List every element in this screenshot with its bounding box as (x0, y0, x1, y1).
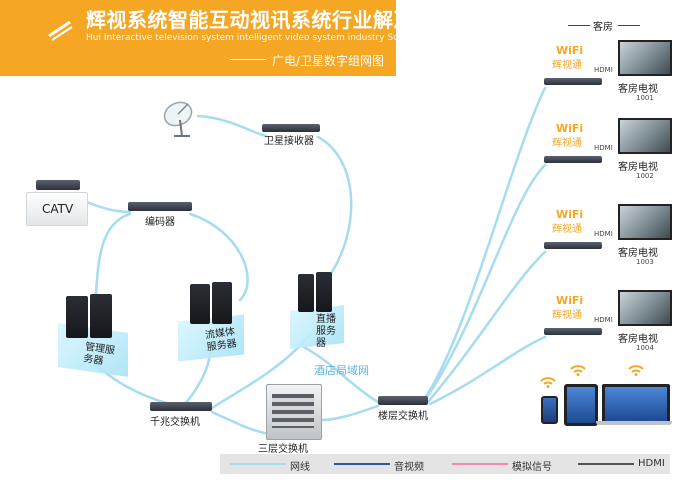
catv-label: CATV (42, 202, 74, 216)
tv-icon (618, 118, 672, 154)
server-icon (190, 284, 210, 324)
legend-label: HDMI (638, 458, 665, 469)
server-icon (66, 296, 88, 338)
tablet-icon (564, 384, 598, 426)
rooms-header-rule-right (618, 25, 640, 26)
brand-label: 辉视通 (552, 60, 582, 71)
tv-label: 客房电视 (618, 84, 658, 95)
set-top-box-device (544, 242, 602, 249)
encoder-label: 编码器 (145, 217, 175, 228)
legend-label: 模拟信号 (512, 462, 552, 473)
wifi-label: WiFi (556, 294, 584, 307)
legend-swatch (334, 463, 390, 465)
page-subtitle: Hui Interactive television system intell… (86, 33, 425, 43)
server-icon (316, 272, 332, 312)
satellite-receiver-label: 卫星接收器 (264, 136, 314, 147)
legend (220, 454, 670, 474)
phone-icon (541, 396, 558, 424)
set-top-box-device (544, 78, 602, 85)
wifi-icon (570, 365, 586, 376)
floor-switch-device (378, 396, 428, 405)
satellite-dish-icon (163, 101, 193, 137)
encoder-device (128, 202, 192, 211)
laptop-base (596, 421, 672, 425)
tv-icon (618, 290, 672, 326)
room-row: WiFi 辉视通 HDMI 客房电视 1001 (540, 40, 680, 102)
room-row: WiFi 辉视通 HDMI 客房电视 1002 (540, 118, 680, 180)
brand-label: 辉视通 (552, 310, 582, 321)
catv-block (26, 192, 88, 226)
floor-switch-label: 楼层交换机 (378, 411, 428, 422)
room-row: WiFi 辉视通 HDMI 客房电视 1003 (540, 204, 680, 266)
wifi-icon (628, 365, 644, 376)
tv-label: 客房电视 (618, 162, 658, 173)
layer3-switch-label: 三层交换机 (258, 444, 308, 455)
wifi-label: WiFi (556, 208, 584, 221)
tv-label: 客房电视 (618, 248, 658, 259)
brand-label: 辉视通 (552, 224, 582, 235)
live-server-label: 直播服务器 (316, 314, 336, 349)
catv-box-device (36, 180, 80, 190)
legend-label: 网线 (290, 462, 310, 473)
tv-label: 客房电视 (618, 334, 658, 345)
gigabit-switch-device (150, 402, 212, 411)
tv-icon (618, 204, 672, 240)
tv-icon (618, 40, 672, 76)
server-icon (298, 274, 314, 312)
set-top-box-device (544, 156, 602, 163)
room-row: WiFi 辉视通 HDMI 客房电视 1004 (540, 290, 680, 352)
management-server-label: 管理服务器 (82, 341, 116, 368)
hotel-lan-label: 酒店局域网 (314, 364, 369, 377)
rooms-header: 客房 (593, 22, 613, 33)
satellite-receiver-device (262, 124, 320, 132)
server-icon (212, 282, 232, 324)
page-title: 辉视系统智能互动视讯系统行业解决方案 (86, 8, 455, 32)
wifi-label: WiFi (556, 122, 584, 135)
title-banner (0, 0, 396, 76)
legend-swatch (578, 463, 634, 465)
page-tagline: 广电/卫星数字组网图 (272, 54, 385, 68)
laptop-icon (602, 384, 670, 424)
brand-label: 辉视通 (552, 138, 582, 149)
streaming-server-label: 流媒体服务器 (204, 326, 238, 354)
legend-label: 音视频 (394, 462, 424, 473)
server-icon (90, 294, 112, 338)
wifi-icon (540, 377, 556, 388)
room-number: 1004 (636, 344, 654, 352)
wifi-label: WiFi (556, 44, 584, 57)
room-number: 1002 (636, 172, 654, 180)
hdmi-label: HDMI (594, 230, 613, 238)
room-number: 1003 (636, 258, 654, 266)
room-number: 1001 (636, 94, 654, 102)
tagline-rule (230, 59, 266, 60)
set-top-box-device (544, 328, 602, 335)
hdmi-label: HDMI (594, 66, 613, 74)
rooms-header-rule-left (568, 25, 590, 26)
layer3-switch-slots (272, 394, 314, 428)
hdmi-label: HDMI (594, 316, 613, 324)
hdmi-label: HDMI (594, 144, 613, 152)
gigabit-switch-label: 千兆交换机 (150, 417, 200, 428)
logo-icon (48, 20, 73, 41)
legend-swatch (452, 463, 508, 465)
legend-swatch (230, 463, 286, 465)
